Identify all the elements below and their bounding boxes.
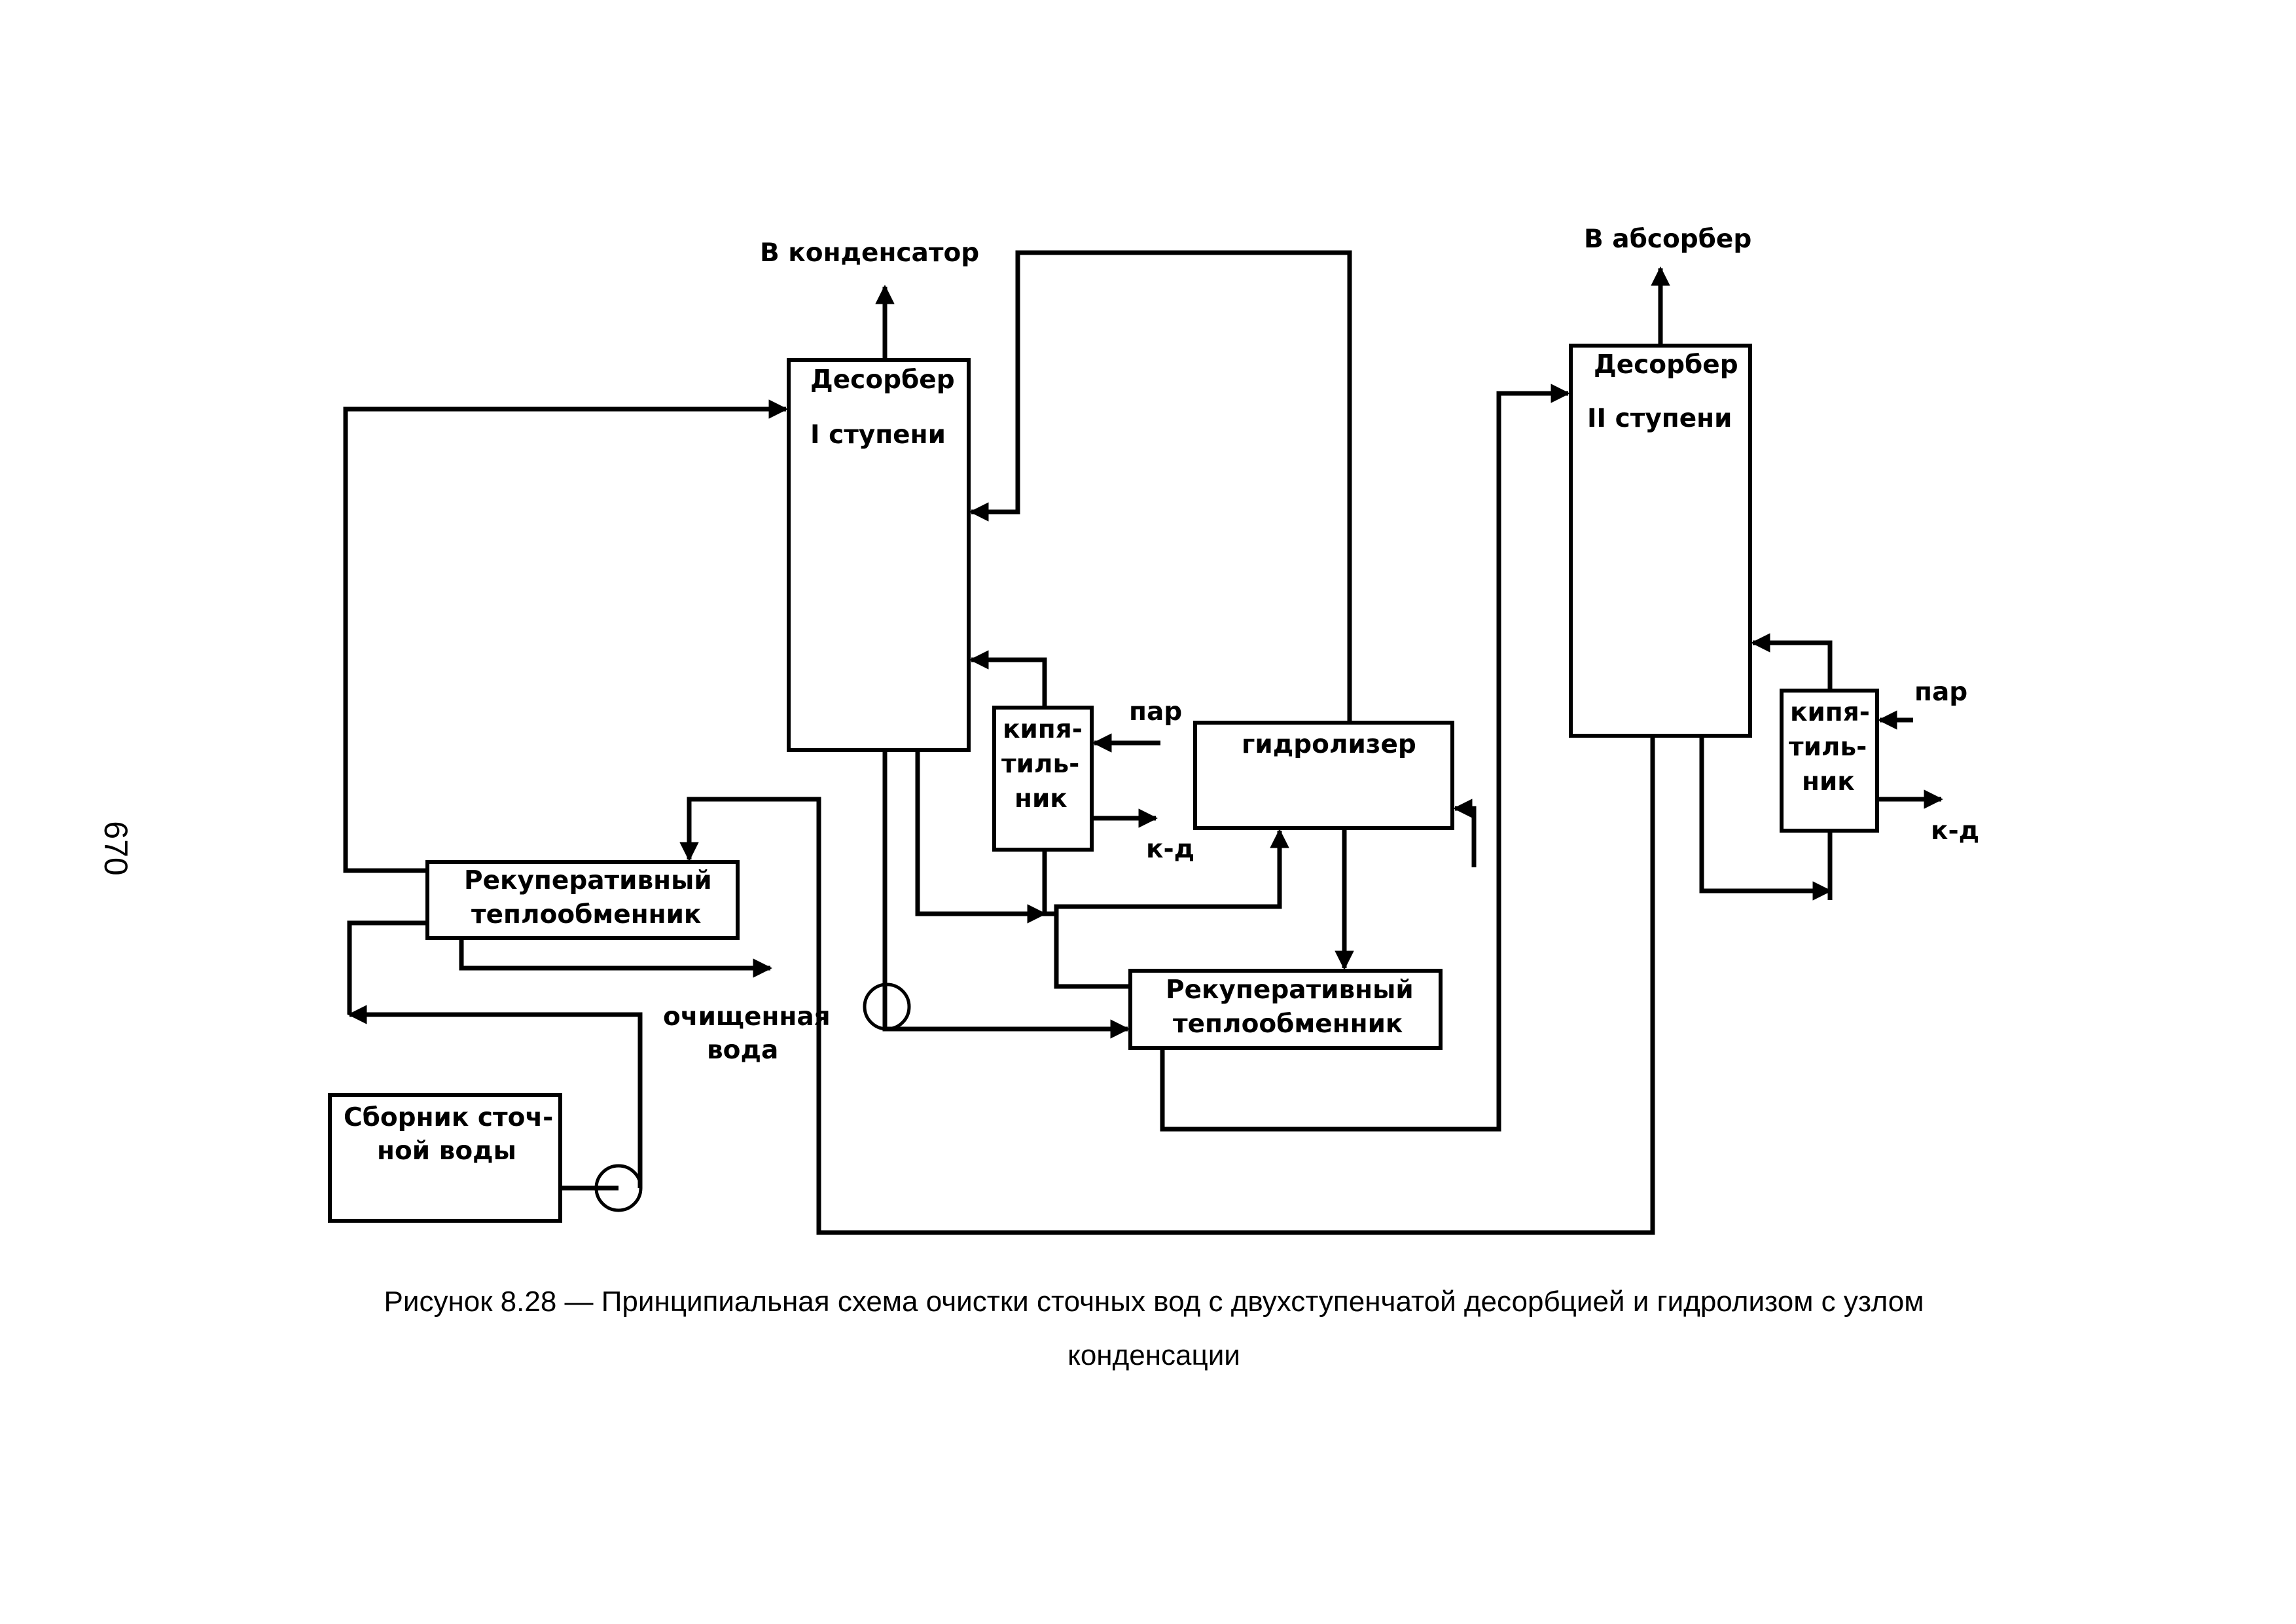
desorber-stage-2-box <box>1569 344 1752 738</box>
line-desorber2-to-reboiler2 <box>1699 736 1832 901</box>
line-pump2-riser <box>348 1005 643 1188</box>
steam-label-2: пар <box>1914 677 1967 707</box>
line-desorber1-pump-hx2 <box>882 750 1130 1039</box>
to-condenser-label: В конденсатор <box>760 238 979 268</box>
wastewater-collector-box <box>328 1093 562 1223</box>
treated-water-label-1: очищенная <box>663 1002 831 1032</box>
hx1-label-2: теплообменник <box>471 900 701 929</box>
hx2-label-2: теплообменник <box>1173 1009 1403 1039</box>
line-hx1-to-desorber1 <box>343 399 788 873</box>
line-treated-water <box>459 938 772 978</box>
reboiler2-label-1: кипя- <box>1790 698 1870 727</box>
hx2-label-1: Рекуперативный <box>1166 975 1414 1005</box>
condensate-label-2: к-д <box>1931 816 1979 846</box>
figure-caption-line-1: Рисунок 8.28 — Принципиальная схема очис… <box>384 1286 1924 1318</box>
desorber-stage-1-box <box>787 358 971 752</box>
line-hydrolyzer-to-desorber1 <box>969 250 1352 723</box>
line-hx1-inlet <box>347 920 427 1015</box>
desorber1-subtitle: I ступени <box>810 420 946 450</box>
condensate-label-1: к-д <box>1146 835 1194 864</box>
collector-label-2: ной воды <box>377 1136 516 1166</box>
desorber2-title: Десорбер <box>1594 350 1738 380</box>
line-reboiler2-to-desorber2 <box>1751 633 1833 691</box>
page-number: 670 <box>98 821 134 875</box>
to-absorber-label: В абсорбер <box>1584 225 1751 254</box>
hydrolyzer-label: гидролизер <box>1242 730 1416 759</box>
desorber1-title: Десорбер <box>810 365 955 395</box>
line-to-hydrolyzer <box>1045 831 1280 989</box>
reboiler1-label-1: кипя- <box>1003 715 1083 744</box>
reboiler2-label-3: ник <box>1802 767 1855 797</box>
recuperative-heat-exchanger-2-box <box>1128 969 1443 1050</box>
line-steam-hydrolyzer <box>1453 799 1477 867</box>
hydrolyzer-box <box>1193 721 1454 830</box>
reboiler1-label-3: ник <box>1014 784 1067 814</box>
recuperative-heat-exchanger-1-box <box>425 860 740 940</box>
steam-label-1: пар <box>1129 697 1182 727</box>
line-desorber1-to-reboiler1 <box>915 750 1047 924</box>
hx1-label-1: Рекуперативный <box>464 866 712 895</box>
collector-label-1: Сборник сточ- <box>344 1103 553 1132</box>
figure-caption-line-2: конденсации <box>1067 1339 1240 1371</box>
line-hx2-to-desorber2 <box>1160 384 1570 1132</box>
treated-water-label-2: вода <box>707 1036 778 1065</box>
reboiler2-label-2: тиль- <box>1789 732 1867 762</box>
line-reboiler1-to-desorber1 <box>969 650 1047 708</box>
desorber2-subtitle: II ступени <box>1587 404 1732 433</box>
line-desorber2-to-hx1 <box>679 736 1655 1235</box>
reboiler1-label-2: тиль- <box>1001 749 1079 779</box>
